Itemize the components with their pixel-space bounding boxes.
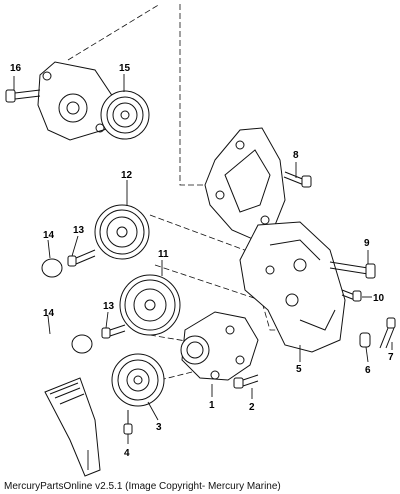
tensioner-bolt[interactable] [5,89,41,103]
bracket-bolt-9[interactable] [329,261,376,279]
callout-6: 6 [365,365,371,376]
alternator-bracket[interactable] [239,221,346,353]
callout-4: 4 [124,448,130,459]
callout-14-lower: 14 [43,308,55,319]
bracket-bolt-10[interactable] [341,289,362,302]
copyright-footer: MercuryPartsOnline v2.5.1 (Image Copyrig… [4,481,281,492]
callout-11: 11 [158,249,169,260]
callout-3: 3 [156,422,162,433]
spacer-6[interactable] [359,332,371,348]
callout-16: 16 [10,63,22,74]
leader-lines [13,74,393,470]
mounting-bracket-upper[interactable] [204,127,286,241]
callout-10: 10 [373,293,385,304]
callout-13-lower: 13 [103,301,115,312]
pulley-bolt-lower[interactable] [101,324,126,339]
pulley-bolt-upper[interactable] [67,249,96,267]
callout-2: 2 [249,402,255,413]
belt-tensioner[interactable] [37,61,150,141]
callout-13-upper: 13 [73,225,85,236]
bracket-bolt-8[interactable] [283,171,312,188]
serpentine-belt[interactable] [44,377,101,477]
callout-9: 9 [364,238,370,249]
callout-15: 15 [119,63,131,74]
callout-1: 1 [209,400,215,411]
callout-14-upper: 14 [43,230,55,241]
dust-cap-upper[interactable] [41,258,63,278]
pump-pulley[interactable] [111,353,165,407]
callout-12: 12 [121,170,133,181]
callout-labels: 16 15 8 12 14 13 11 9 10 13 14 7 6 5 1 2… [10,63,394,459]
water-pump[interactable] [180,311,259,381]
dust-cap-lower[interactable] [71,334,93,354]
pulley-bolt-4[interactable] [123,410,133,435]
pump-bolt[interactable] [233,374,259,389]
callout-5: 5 [296,364,302,375]
bolt-7[interactable] [379,317,396,349]
callout-7: 7 [388,352,394,363]
callout-8: 8 [293,150,299,161]
idler-pulley-12[interactable] [94,204,150,260]
idler-pulley-11[interactable] [119,274,181,336]
